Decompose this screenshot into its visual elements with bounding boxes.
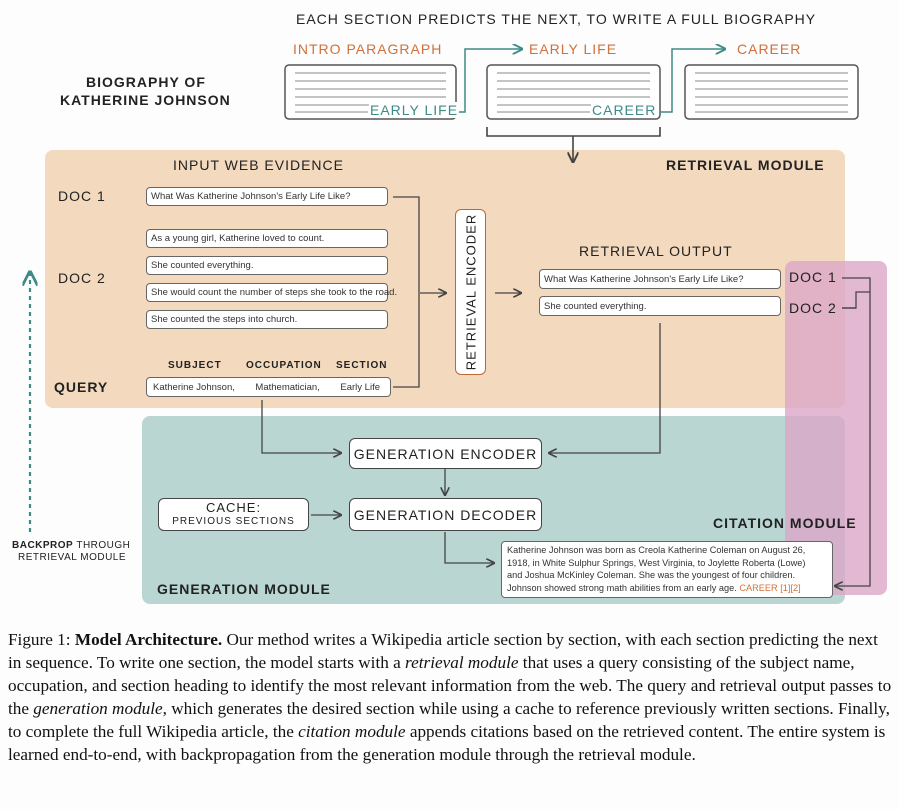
connector-career <box>660 49 725 113</box>
query-to-gen-encoder <box>261 400 341 453</box>
inline-label-early-life: EARLY LIFE <box>369 102 460 118</box>
query-occupation-value: Mathematician, <box>255 381 320 393</box>
backprop-label-line2: RETRIEVAL MODULE <box>18 552 127 563</box>
retrieval-module-label: RETRIEVAL MODULE <box>666 157 825 173</box>
retrieval-output-label: RETRIEVAL OUTPUT <box>579 243 733 259</box>
doc1-to-encoder <box>393 196 420 388</box>
architecture-diagram: EACH SECTION PREDICTS THE NEXT, TO WRITE… <box>12 11 887 604</box>
citation-module-label: CITATION MODULE <box>713 515 857 531</box>
output-line-2: 1918, in White Sulphur Springs, West Vir… <box>507 557 806 568</box>
caption-part-4: appends citations based on the retrieved… <box>8 722 886 764</box>
retrieval-encoder-box: RETRIEVAL ENCODER <box>455 209 486 375</box>
diagram-title: EACH SECTION PREDICTS THE NEXT, TO WRITE… <box>296 11 817 27</box>
citation-module-panel <box>785 261 887 595</box>
generation-module-label: GENERATION MODULE <box>157 581 331 597</box>
query-header-occupation: OCCUPATION <box>246 360 322 371</box>
doc1-text-box: What Was Katherine Johnson's Early Life … <box>146 187 388 206</box>
citation-line <box>835 277 871 586</box>
section-label-career: CAREER <box>737 41 802 57</box>
retrieval-output-box-1: What Was Katherine Johnson's Early Life … <box>539 269 781 289</box>
section-label-early-life: EARLY LIFE <box>529 41 618 57</box>
output-doc1-label: DOC 1 <box>789 269 837 285</box>
generation-decoder-box: GENERATION DECODER <box>349 498 542 531</box>
output-line-1: Katherine Johnson was born as Creola Kat… <box>507 545 806 555</box>
query-header-subject: SUBJECT <box>168 360 222 371</box>
connector-early-life <box>456 49 522 113</box>
caption-figure-number: Figure 1: <box>8 630 71 649</box>
query-section-value: Early Life <box>340 381 380 393</box>
caption-part-1: Our method writes a Wikipedia article se… <box>8 630 878 672</box>
biography-title-line1: BIOGRAPHY OF <box>86 74 206 90</box>
decoder-to-output <box>444 532 494 563</box>
caption-title: Model Architecture. <box>74 630 223 649</box>
backprop-label-line1: BACKPROP THROUGH <box>12 540 130 551</box>
doc2-label: DOC 2 <box>58 270 106 286</box>
backprop-bold: BACKPROP <box>12 540 74 551</box>
output-section-tag: CAREER <box>739 582 778 593</box>
doc1-label: DOC 1 <box>58 188 106 204</box>
generated-output-box: Katherine Johnson was born as Creola Kat… <box>501 541 833 598</box>
inline-label-career: CAREER <box>591 102 658 118</box>
input-web-evidence-label: INPUT WEB EVIDENCE <box>173 157 344 173</box>
caption-part-3: , which generates the desired section wh… <box>8 699 890 741</box>
query-subject-value: Katherine Johnson, <box>153 381 235 393</box>
doc2-text-box-1: As a young girl, Katherine loved to coun… <box>146 229 388 248</box>
doc2-text-box-3: She would count the number of steps she … <box>146 283 397 302</box>
cache-label: CACHE: <box>205 499 262 515</box>
biography-title-line2: KATHERINE JOHNSON <box>60 92 231 108</box>
backprop-rest: THROUGH <box>76 540 131 551</box>
section-box-career <box>684 64 859 120</box>
output-citations: [1][2] <box>780 582 801 593</box>
retrieval-module-panel <box>45 150 845 408</box>
caption-generation-module: generation module <box>33 699 163 718</box>
doc2-text-box-4: She counted the steps into church. <box>146 310 388 329</box>
figure-caption: Figure 1: Model Architecture. Our method… <box>8 628 892 766</box>
output-line-4: Johnson showed strong math abilities fro… <box>507 582 737 593</box>
cache-sublabel: PREVIOUS SECTIONS <box>172 515 295 527</box>
output-line-3: and Joshua McKinley Coleman. She was the… <box>507 570 796 580</box>
query-label: QUERY <box>54 379 109 395</box>
section-label-intro: INTRO PARAGRAPH <box>293 41 443 57</box>
retrieval-encoder-label: RETRIEVAL ENCODER <box>463 213 478 371</box>
generation-encoder-box: GENERATION ENCODER <box>349 438 542 469</box>
section-bracket <box>486 127 661 137</box>
caption-citation-module: citation module <box>298 722 406 741</box>
retrieval-output-box-2: She counted everything. <box>539 296 781 316</box>
caption-part-2: that uses a query consisting of the subj… <box>8 653 892 718</box>
query-box: Katherine Johnson, Mathematician, Early … <box>146 377 391 397</box>
output-doc2-label: DOC 2 <box>789 300 837 316</box>
caption-retrieval-module: retrieval module <box>405 653 519 672</box>
doc2-text-box-2: She counted everything. <box>146 256 388 275</box>
cache-box: CACHE: PREVIOUS SECTIONS <box>158 498 309 531</box>
query-header-section: SECTION <box>336 360 388 371</box>
output-to-gen-encoder <box>549 323 661 453</box>
